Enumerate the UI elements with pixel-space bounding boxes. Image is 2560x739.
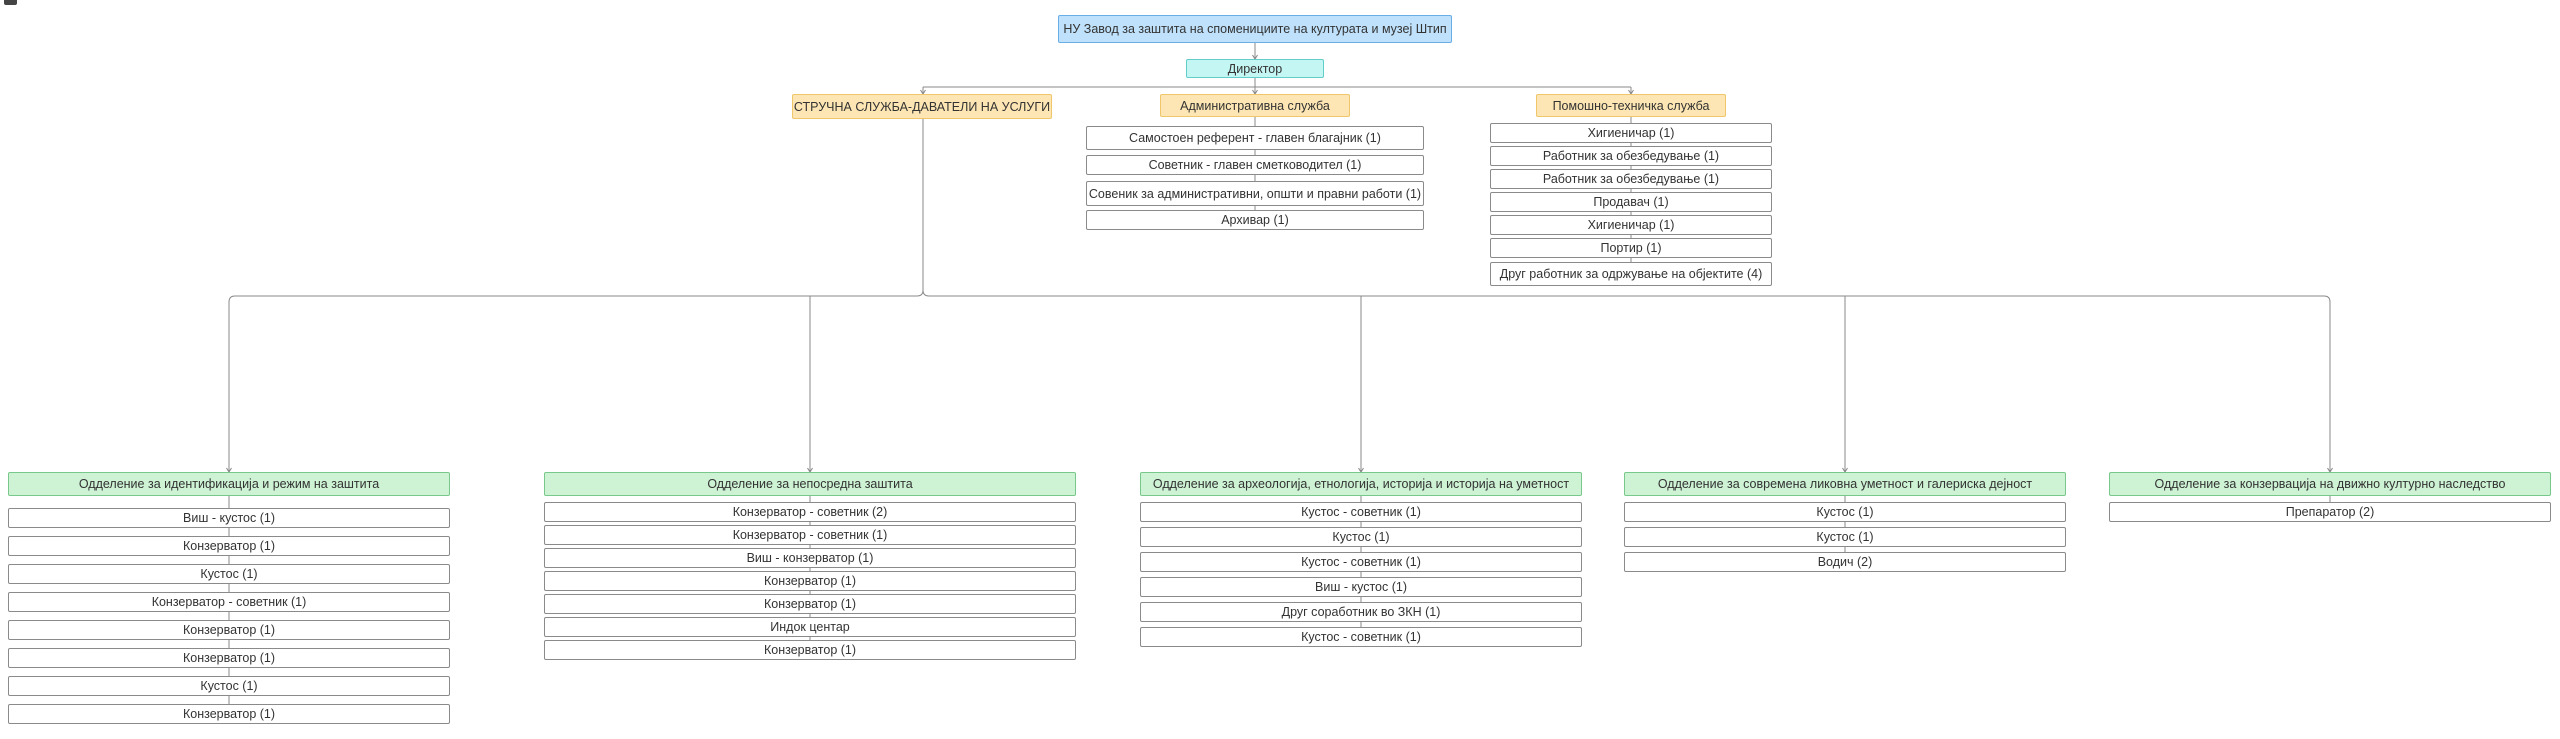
position-box[interactable]: Кустос - советник (1) bbox=[1140, 502, 1582, 522]
position-box-label: Кустос - советник (1) bbox=[1301, 505, 1421, 519]
position-box-label: Кустос - советник (1) bbox=[1301, 555, 1421, 569]
connector-line bbox=[922, 78, 1632, 94]
position-box-label: Конзерватор - советник (1) bbox=[151, 595, 307, 609]
position-box-label: Кустос (1) bbox=[1816, 530, 1874, 544]
position-box[interactable]: Конзерватор - советник (1) bbox=[8, 592, 450, 612]
position-box-label: Виш - кустос (1) bbox=[1315, 580, 1407, 594]
position-box[interactable]: Продавач (1) bbox=[1490, 192, 1772, 212]
department-node-4-label: Одделение за конзервација на движно култ… bbox=[2154, 477, 2506, 491]
position-box-label: Архивар (1) bbox=[1221, 213, 1289, 227]
root-node-label: НУ Завод за заштита на споменициите на к… bbox=[1063, 22, 1447, 36]
department-node-2-label: Одделение за археологија, етнологија, ис… bbox=[1152, 477, 1570, 491]
position-box[interactable]: Виш - кустос (1) bbox=[8, 508, 450, 528]
position-box-label: Конзерватор (1) bbox=[182, 539, 276, 553]
position-box[interactable]: Препаратор (2) bbox=[2109, 502, 2551, 522]
position-box[interactable]: Водич (2) bbox=[1624, 552, 2066, 572]
position-box[interactable]: Кустос (1) bbox=[8, 564, 450, 584]
position-box-label: Портир (1) bbox=[1600, 241, 1662, 255]
position-box[interactable]: Конзерватор (1) bbox=[8, 648, 450, 668]
department-node-1-label: Одделение за непосредна заштита bbox=[707, 477, 913, 491]
position-box-label: Конзерватор (1) bbox=[763, 643, 857, 657]
service-node-2[interactable]: Помошно-техничка служба bbox=[1536, 94, 1726, 117]
position-box-label: Друг соработник во ЗКН (1) bbox=[1281, 605, 1441, 619]
position-box-label: Хигиеничар (1) bbox=[1587, 126, 1675, 140]
service-node-0[interactable]: СТРУЧНА СЛУЖБА-ДАВАТЕЛИ НА УСЛУГИ bbox=[792, 94, 1052, 119]
department-node-4[interactable]: Одделение за конзервација на движно култ… bbox=[2109, 472, 2551, 496]
position-box-label: Работник за обезбедување (1) bbox=[1542, 172, 1720, 186]
position-box-label: Конзерватор - советник (2) bbox=[732, 505, 888, 519]
position-box[interactable]: Конзерватор (1) bbox=[544, 640, 1076, 660]
root-node[interactable]: НУ Завод за заштита на споменициите на к… bbox=[1058, 15, 1452, 43]
position-box[interactable]: Конзерватор - советник (2) bbox=[544, 502, 1076, 522]
position-box-label: Конзерватор (1) bbox=[763, 574, 857, 588]
position-box-label: Конзерватор (1) bbox=[182, 651, 276, 665]
position-box-label: Самостоен референт - главен благајник (1… bbox=[1129, 131, 1381, 145]
position-box-label: Конзерватор - советник (1) bbox=[732, 528, 888, 542]
position-box[interactable]: Конзерватор (1) bbox=[8, 704, 450, 724]
position-box[interactable]: Советник - главен сметководител (1) bbox=[1086, 155, 1424, 175]
position-box-label: Конзерватор (1) bbox=[763, 597, 857, 611]
position-box[interactable]: Индок центар bbox=[544, 617, 1076, 637]
position-box-label: Друг работник за одржување на објектите … bbox=[1499, 267, 1763, 281]
position-box-label: Кустос - советник (1) bbox=[1301, 630, 1421, 644]
position-box-label: Виш - кустос (1) bbox=[183, 511, 275, 525]
position-box-label: Конзерватор (1) bbox=[182, 707, 276, 721]
department-node-3[interactable]: Одделение за современа ликовна уметност … bbox=[1624, 472, 2066, 496]
position-box[interactable]: Кустос (1) bbox=[1624, 502, 2066, 522]
position-box[interactable]: Кустос (1) bbox=[1140, 527, 1582, 547]
position-box-label: Виш - конзерватор (1) bbox=[746, 551, 874, 565]
service-node-0-label: СТРУЧНА СЛУЖБА-ДАВАТЕЛИ НА УСЛУГИ bbox=[793, 99, 1051, 114]
connector-line bbox=[228, 119, 2331, 472]
position-box-label: Индок центар bbox=[770, 620, 850, 634]
position-box[interactable]: Виш - конзерватор (1) bbox=[544, 548, 1076, 568]
department-node-3-label: Одделение за современа ликовна уметност … bbox=[1657, 477, 2033, 491]
position-box[interactable]: Кустос - советник (1) bbox=[1140, 552, 1582, 572]
position-box-label: Советник - главен сметководител (1) bbox=[1148, 158, 1362, 172]
service-node-1-label: Административна служба bbox=[1180, 98, 1330, 113]
corner-tab bbox=[4, 0, 17, 5]
director-node-label: Директор bbox=[1227, 61, 1283, 76]
position-box-label: Кустос (1) bbox=[200, 679, 258, 693]
position-box-label: Продавач (1) bbox=[1593, 195, 1669, 209]
position-box-label: Конзерватор (1) bbox=[182, 623, 276, 637]
position-box[interactable]: Друг работник за одржување на објектите … bbox=[1490, 262, 1772, 286]
position-box[interactable]: Кустос (1) bbox=[1624, 527, 2066, 547]
position-box[interactable]: Хигиеничар (1) bbox=[1490, 215, 1772, 235]
position-box-label: Кустос (1) bbox=[1816, 505, 1874, 519]
position-box-label: Препаратор (2) bbox=[2285, 505, 2375, 519]
position-box[interactable]: Работник за обезбедување (1) bbox=[1490, 146, 1772, 166]
service-node-1[interactable]: Административна служба bbox=[1160, 94, 1350, 117]
service-node-2-label: Помошно-техничка служба bbox=[1552, 98, 1710, 113]
position-box[interactable]: Конзерватор - советник (1) bbox=[544, 525, 1076, 545]
position-box[interactable]: Виш - кустос (1) bbox=[1140, 577, 1582, 597]
position-box-label: Хигиеничар (1) bbox=[1587, 218, 1675, 232]
department-node-2[interactable]: Одделение за археологија, етнологија, ис… bbox=[1140, 472, 1582, 496]
position-box-label: Совеник за административни, општи и прав… bbox=[1088, 186, 1422, 201]
position-box-label: Водич (2) bbox=[1817, 555, 1873, 569]
position-box-label: Работник за обезбедување (1) bbox=[1542, 149, 1720, 163]
position-box[interactable]: Конзерватор (1) bbox=[544, 571, 1076, 591]
department-node-0-label: Одделение за идентификација и режим на з… bbox=[78, 477, 380, 491]
department-node-0[interactable]: Одделение за идентификација и режим на з… bbox=[8, 472, 450, 496]
position-box[interactable]: Друг соработник во ЗКН (1) bbox=[1140, 602, 1582, 622]
position-box[interactable]: Конзерватор (1) bbox=[8, 620, 450, 640]
position-box[interactable]: Работник за обезбедување (1) bbox=[1490, 169, 1772, 189]
position-box[interactable]: Архивар (1) bbox=[1086, 210, 1424, 230]
position-box[interactable]: Конзерватор (1) bbox=[544, 594, 1076, 614]
position-box[interactable]: Конзерватор (1) bbox=[8, 536, 450, 556]
position-box[interactable]: Самостоен референт - главен благајник (1… bbox=[1086, 126, 1424, 150]
director-node[interactable]: Директор bbox=[1186, 59, 1324, 78]
position-box[interactable]: Кустос - советник (1) bbox=[1140, 627, 1582, 647]
position-box[interactable]: Кустос (1) bbox=[8, 676, 450, 696]
position-box[interactable]: Хигиеничар (1) bbox=[1490, 123, 1772, 143]
position-box[interactable]: Совеник за административни, општи и прав… bbox=[1086, 181, 1424, 206]
position-box-label: Кустос (1) bbox=[1332, 530, 1390, 544]
department-node-1[interactable]: Одделение за непосредна заштита bbox=[544, 472, 1076, 496]
position-box-label: Кустос (1) bbox=[200, 567, 258, 581]
position-box[interactable]: Портир (1) bbox=[1490, 238, 1772, 258]
